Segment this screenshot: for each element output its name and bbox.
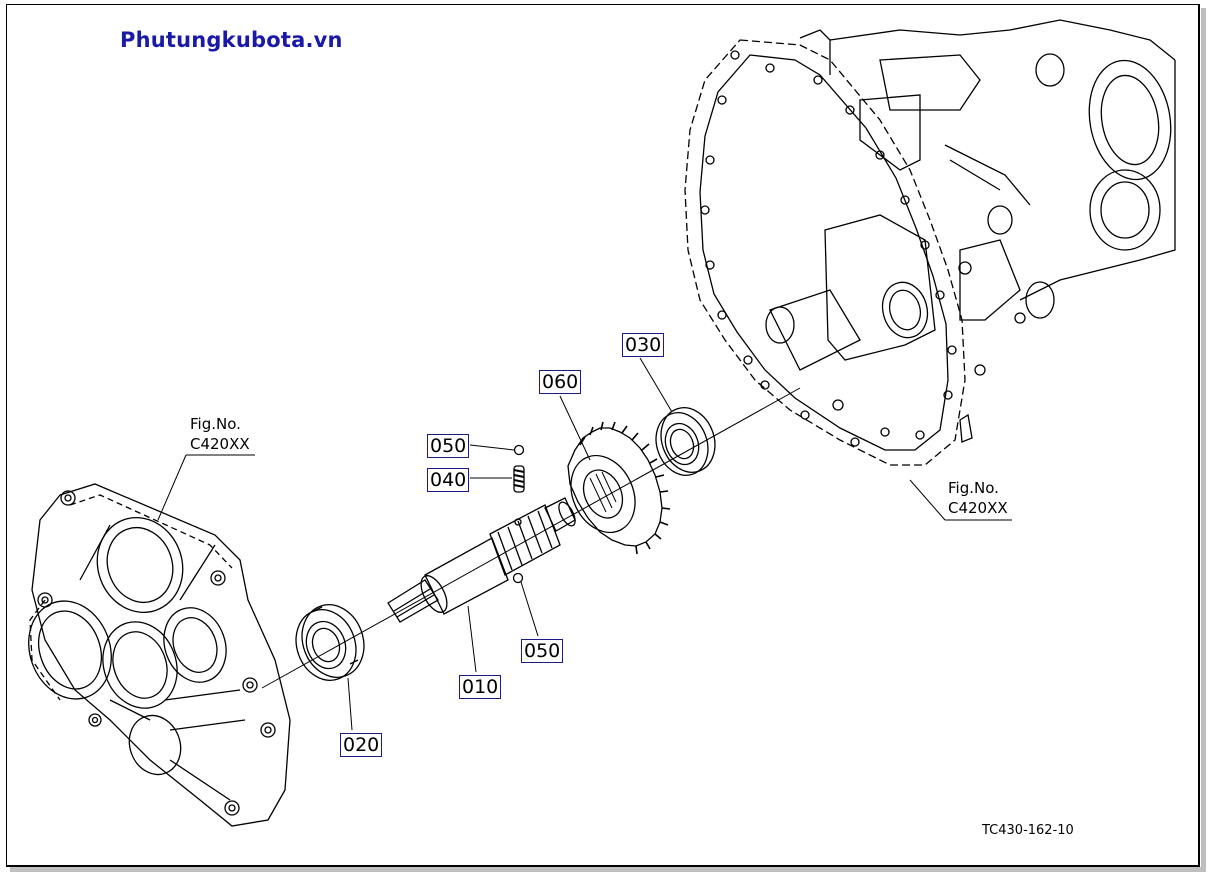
shaft-axis-line <box>261 387 801 689</box>
drawing-code: TC430-162-10 <box>982 823 1074 838</box>
frame-shadow-bottom <box>10 867 1206 872</box>
shaft-010-drawing <box>387 497 576 623</box>
callout-020[interactable]: 020 <box>340 733 383 757</box>
transmission-case-housing <box>684 19 1176 466</box>
fig-ref-right-line2: C420XX <box>948 499 1008 517</box>
left-cover-housing <box>28 483 291 827</box>
fig-ref-right: Fig.No. C420XX <box>948 478 1008 518</box>
fig-ref-right-line1: Fig.No. <box>948 479 999 497</box>
frame-shadow-right <box>1201 8 1206 872</box>
gear-060-drawing <box>567 421 671 555</box>
fig-ref-left: Fig.No. C420XX <box>190 414 250 454</box>
callout-010[interactable]: 010 <box>459 675 502 699</box>
bearing-030-drawing <box>655 407 716 476</box>
fig-ref-left-line2: C420XX <box>190 435 250 453</box>
brand-watermark: Phutungkubota.vn <box>120 28 343 52</box>
leader-lines <box>157 357 1012 731</box>
drawing-frame <box>6 4 1200 867</box>
spring-040-drawing <box>513 465 525 493</box>
ball-050-lower-drawing <box>512 572 524 584</box>
callout-050-upper[interactable]: 050 <box>427 434 470 458</box>
bearing-020-drawing <box>295 604 365 681</box>
callout-060[interactable]: 060 <box>539 370 582 394</box>
callout-030[interactable]: 030 <box>622 333 665 357</box>
callout-040[interactable]: 040 <box>427 468 470 492</box>
fig-ref-left-line1: Fig.No. <box>190 415 241 433</box>
ball-050-upper-drawing <box>513 444 525 456</box>
callout-050-lower[interactable]: 050 <box>521 639 564 663</box>
